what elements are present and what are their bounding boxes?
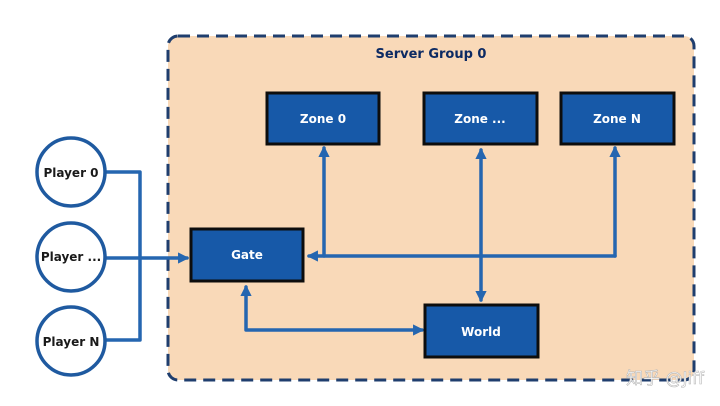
- connections: [101, 145, 621, 342]
- gate-label: Gate: [231, 248, 263, 262]
- player-n-node: Player N: [35, 305, 107, 377]
- watermark: 知乎 @Jiff: [626, 369, 705, 389]
- zone-n-node: Zone N: [559, 91, 676, 146]
- gate-node: Gate: [189, 227, 305, 283]
- zone-mid-label: Zone ...: [454, 112, 505, 126]
- zone-0-label: Zone 0: [300, 112, 346, 126]
- zone-n-label: Zone N: [593, 112, 641, 126]
- player-0-label: Player 0: [43, 166, 98, 180]
- world-label: World: [461, 325, 501, 339]
- player-mid-label: Player ...: [41, 250, 101, 264]
- zone-0-node: Zone 0: [265, 91, 381, 146]
- zone-mid-node: Zone ...: [422, 91, 539, 146]
- edge-player-0-to-bus: [101, 170, 142, 260]
- edge-gate-world: [240, 284, 425, 336]
- edge-player-n-to-bus: [101, 256, 142, 342]
- world-node: World: [423, 303, 540, 359]
- player-n-label: Player N: [43, 335, 100, 349]
- server-group-title: Server Group 0: [376, 47, 487, 62]
- player-mid-node: Player ...: [35, 221, 107, 293]
- player-0-node: Player 0: [35, 136, 107, 208]
